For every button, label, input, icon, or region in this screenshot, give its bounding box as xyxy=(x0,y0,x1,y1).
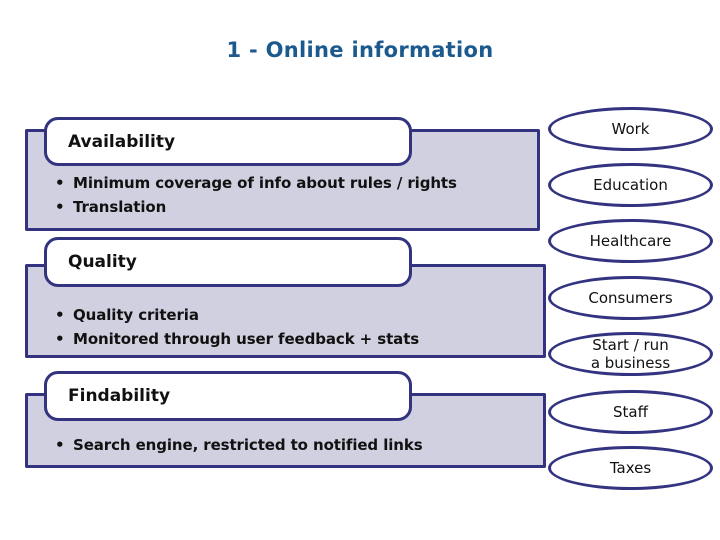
findability-bullet-list: • Search engine, restricted to notified … xyxy=(52,436,523,460)
oval-staff-label: Staff xyxy=(613,403,648,421)
bullet-text: Monitored through user feedback + stats xyxy=(73,330,420,348)
oval-education-label: Education xyxy=(593,176,668,194)
bullet-icon: • xyxy=(55,306,65,324)
oval-start-run-a-business: Start / run a business xyxy=(548,332,713,376)
bullet-icon: • xyxy=(55,330,65,348)
bullet-text: Translation xyxy=(73,198,167,216)
bullet-item: • Monitored through user feedback + stat… xyxy=(52,330,523,349)
quality-header-label: Quality xyxy=(68,252,137,272)
oval-taxes: Taxes xyxy=(548,446,713,490)
oval-healthcare-label: Healthcare xyxy=(589,232,672,250)
availability-header-label: Availability xyxy=(68,131,176,152)
bullet-icon: • xyxy=(55,198,65,216)
oval-taxes-label: Taxes xyxy=(609,459,652,477)
oval-work: Work xyxy=(548,107,713,151)
oval-work-label: Work xyxy=(611,120,650,138)
bullet-item: • Translation xyxy=(52,198,523,217)
bullet-text: Search engine, restricted to notified li… xyxy=(73,436,423,454)
quality-bullet-list: • Quality criteria • Monitored through u… xyxy=(52,306,523,354)
bullet-item: • Search engine, restricted to notified … xyxy=(52,436,523,455)
slide-title: 1 - Online information xyxy=(226,38,494,62)
bullet-item: • Minimum coverage of info about rules /… xyxy=(52,174,523,193)
oval-staff: Staff xyxy=(548,390,713,434)
quality-header: Quality xyxy=(44,237,412,287)
bullet-icon: • xyxy=(55,436,65,454)
bullet-icon: • xyxy=(55,174,65,192)
oval-education: Education xyxy=(548,163,713,207)
findability-header-label: Findability xyxy=(68,386,171,406)
oval-start-run-a-business-label: Start / run a business xyxy=(590,336,671,372)
availability-bullet-list: • Minimum coverage of info about rules /… xyxy=(52,174,523,222)
oval-consumers-label: Consumers xyxy=(588,289,673,307)
oval-healthcare: Healthcare xyxy=(548,219,713,263)
bullet-text: Minimum coverage of info about rules / r… xyxy=(73,174,457,192)
oval-consumers: Consumers xyxy=(548,276,713,320)
bullet-item: • Quality criteria xyxy=(52,306,523,325)
availability-header: Availability xyxy=(44,117,412,166)
findability-header: Findability xyxy=(44,371,412,421)
bullet-text: Quality criteria xyxy=(73,306,199,324)
